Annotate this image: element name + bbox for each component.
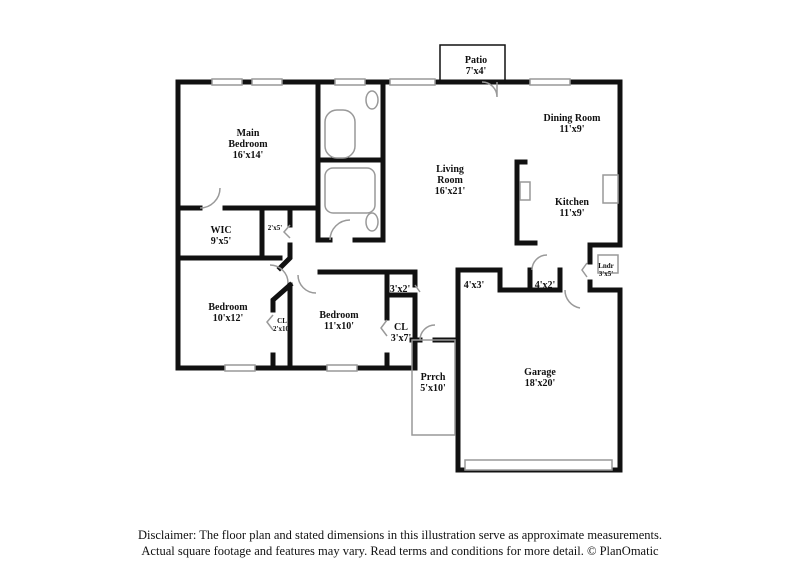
window [326, 364, 358, 372]
window [389, 78, 436, 86]
door-swing [269, 264, 289, 284]
bedroom3-walls [317, 269, 418, 371]
room-label-closet-4x2: 4'x2' [534, 280, 556, 291]
garage-wall [455, 267, 623, 473]
window [224, 364, 256, 372]
bifold-doors [266, 224, 588, 337]
window [334, 78, 366, 86]
bedroom2-walls [270, 281, 294, 371]
disclaimer-line-2: Actual square footage and features may v… [141, 544, 659, 558]
door-swing [481, 81, 498, 98]
door-swing [329, 219, 351, 241]
toilet [365, 90, 379, 110]
bath-walls [315, 79, 386, 243]
washer [597, 254, 619, 274]
toilet [365, 212, 379, 232]
door-swing [297, 274, 317, 294]
kitchen-island [514, 159, 538, 246]
door-swing [419, 324, 436, 341]
sink [519, 181, 531, 201]
room-label-closet-2x5: 2'x5' [267, 224, 283, 232]
disclaimer: Disclaimer: The floor plan and stated di… [0, 527, 800, 559]
window [211, 78, 243, 86]
room-label-closet-4x3: 4'x3' [463, 280, 485, 291]
wic-walls [175, 205, 293, 272]
bathtub [324, 109, 356, 159]
garage-door[interactable] [464, 459, 613, 471]
window [529, 78, 571, 86]
laundry-wall [587, 242, 623, 293]
patio-outline [439, 44, 506, 83]
room-label-closet-3x2: 3'x2' [389, 284, 411, 295]
exterior-wall-top [175, 79, 623, 248]
disclaimer-line-1: Disclaimer: The floor plan and stated di… [138, 528, 662, 542]
fixtures [199, 78, 619, 471]
door-swing [531, 254, 548, 271]
bathtub [324, 167, 376, 214]
porch-outline [411, 339, 456, 436]
closet-4x2-wall [527, 267, 563, 293]
window [251, 78, 283, 86]
door-swing [564, 289, 581, 309]
walls [175, 44, 623, 473]
stove [602, 174, 619, 204]
door-swing [199, 187, 221, 209]
